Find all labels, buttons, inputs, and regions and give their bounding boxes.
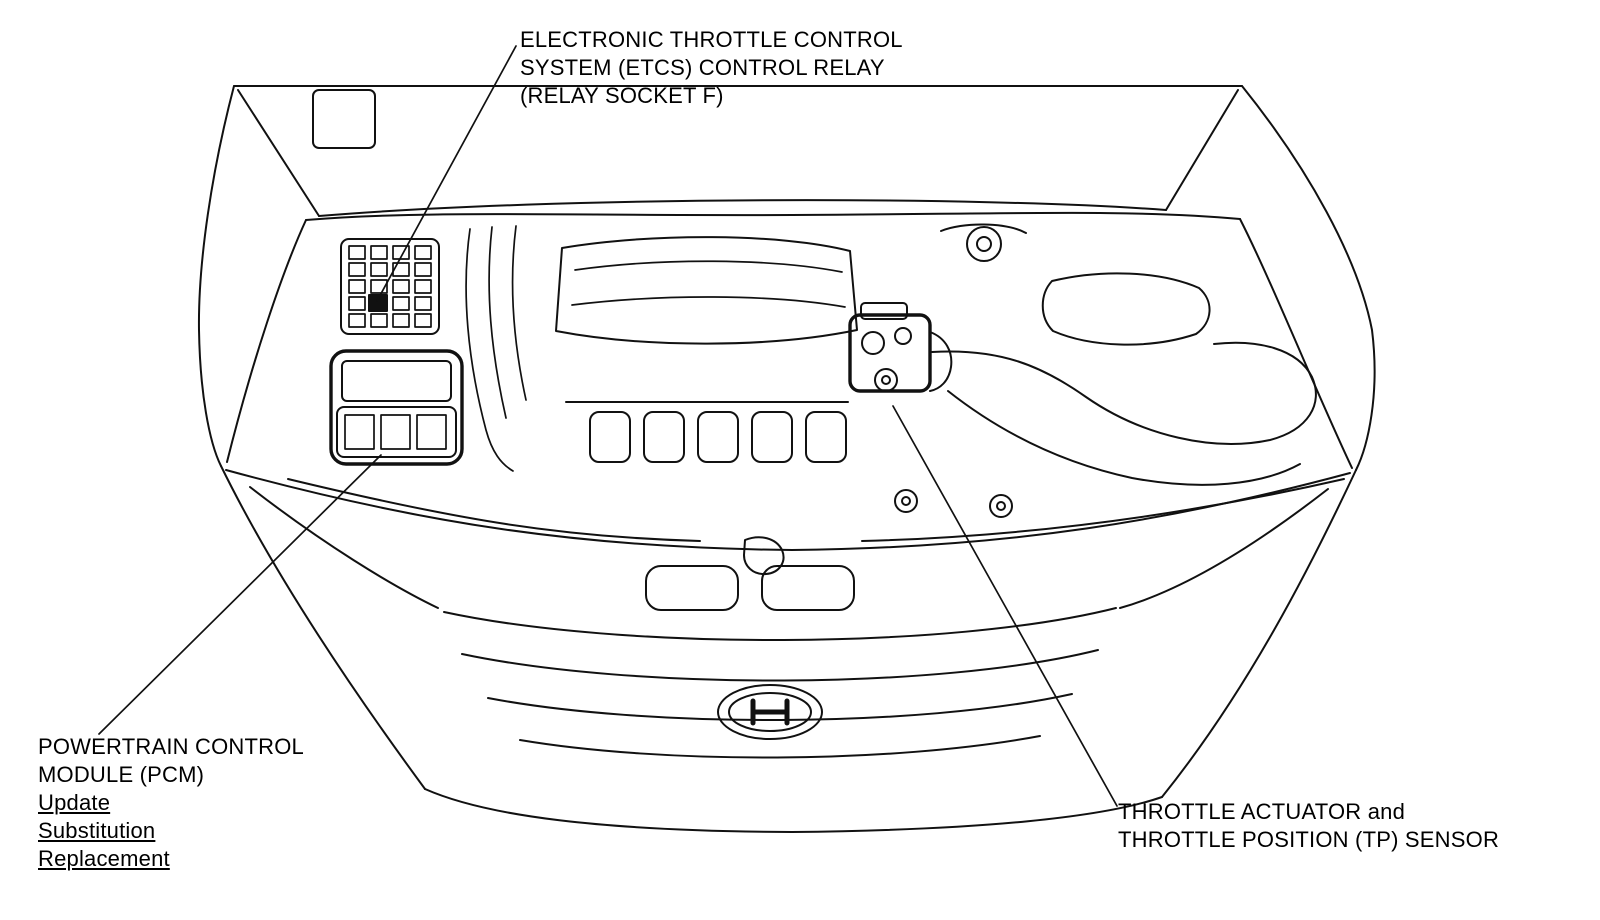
pcm-module: [329, 349, 464, 466]
air-intake-duct: [931, 272, 1317, 486]
leader-line-throttle: [892, 405, 1118, 807]
engine-cover: [555, 236, 858, 345]
pcm-replacement-link[interactable]: Replacement: [38, 846, 170, 871]
brand-emblem: [717, 684, 823, 740]
callout-etcs-line-3: (RELAY SOCKET F): [520, 83, 724, 108]
wiring-harness: [465, 225, 527, 472]
callout-pcm: POWERTRAIN CONTROL MODULE (PCM) Update S…: [38, 733, 304, 873]
hood-opening: [226, 211, 1353, 469]
strut-tower: [940, 223, 1027, 262]
fuse-relay-box: [340, 238, 440, 335]
intake-manifold: [565, 401, 849, 463]
vehicle-body-outline: [197, 85, 1376, 833]
callout-etcs-line-1: ELECTRONIC THROTTLE CONTROL: [520, 27, 903, 52]
relay-socket-f-highlight: [368, 294, 388, 312]
callout-etcs-line-2: SYSTEM (ETCS) CONTROL RELAY: [520, 55, 885, 80]
callout-etcs-relay: ELECTRONIC THROTTLE CONTROL SYSTEM (ETCS…: [520, 26, 903, 110]
callout-throttle-line-2: THROTTLE POSITION (TP) SENSOR: [1118, 827, 1500, 852]
callout-throttle-line-1: THROTTLE ACTUATOR and: [1118, 799, 1405, 824]
callout-pcm-line-2: MODULE (PCM): [38, 762, 205, 787]
leader-line-etcs-relay: [376, 45, 517, 302]
callout-throttle-sensor: THROTTLE ACTUATOR and THROTTLE POSITION …: [1118, 798, 1499, 854]
pcm-update-link[interactable]: Update: [38, 790, 111, 815]
leader-line-pcm: [98, 454, 382, 735]
front-crossmember: [287, 478, 1345, 611]
leader-lines: [98, 45, 1118, 807]
callout-pcm-line-1: POWERTRAIN CONTROL: [38, 734, 304, 759]
grille: [443, 607, 1117, 759]
pcm-substitution-link[interactable]: Substitution: [38, 818, 156, 843]
throttle-body: [848, 302, 953, 393]
